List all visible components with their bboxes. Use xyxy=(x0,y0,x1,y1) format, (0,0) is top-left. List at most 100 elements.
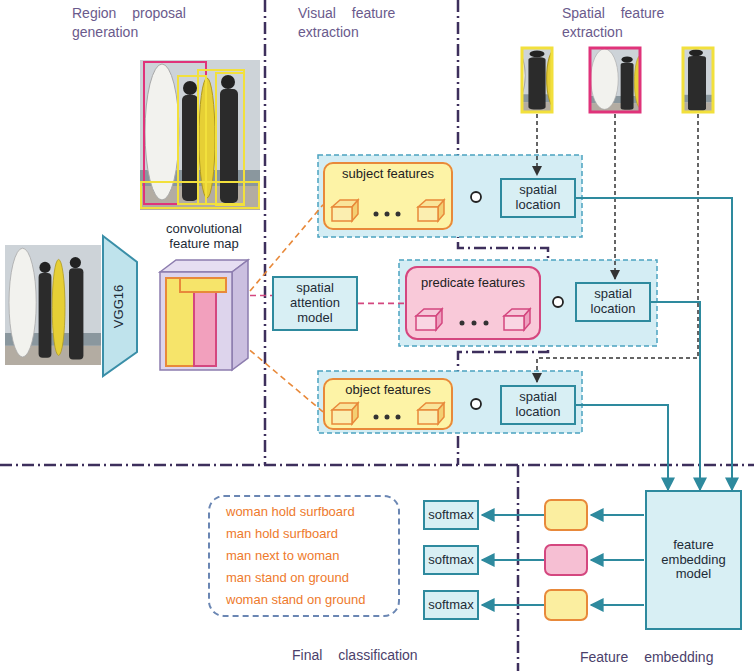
art-svg xyxy=(608,42,728,114)
node-text: man next to woman xyxy=(226,545,339,567)
node-text: feature embedding model xyxy=(651,538,736,583)
art-rect xyxy=(545,545,587,575)
feature-containers xyxy=(318,155,657,433)
art-use xyxy=(608,42,728,114)
art-circle xyxy=(553,297,563,307)
embedding-outputs xyxy=(545,500,587,620)
node-text: spatial location xyxy=(581,287,645,317)
location-box: spatial location xyxy=(500,385,576,425)
art-circle xyxy=(374,212,379,217)
art-circle xyxy=(374,415,379,420)
node-text: woman hold surfboard xyxy=(226,501,355,523)
art-use xyxy=(504,309,530,330)
art-rect xyxy=(318,371,582,433)
vgg-trapezoid xyxy=(103,236,137,376)
art-use xyxy=(587,47,684,114)
art-circle xyxy=(396,415,401,420)
section-label: Final classification xyxy=(292,646,452,665)
art-path xyxy=(536,114,538,175)
softmax-box: softmax xyxy=(423,545,479,575)
art-path xyxy=(482,514,544,516)
feature-box: subject features xyxy=(323,162,453,230)
art-path xyxy=(482,559,544,561)
section-label: Region proposal generation xyxy=(72,4,212,42)
art-path xyxy=(591,604,644,606)
art-svg xyxy=(587,47,684,114)
art-circle xyxy=(471,399,481,409)
art-circle xyxy=(385,415,390,420)
art-use xyxy=(332,403,358,424)
art-path xyxy=(0,464,754,467)
art-rect xyxy=(178,76,206,204)
embedding-box: feature embedding model xyxy=(645,490,742,630)
art-circle xyxy=(484,321,489,326)
node-text: softmax xyxy=(428,598,474,613)
connector xyxy=(576,198,732,490)
node-text: subject features xyxy=(342,167,434,182)
art-rect xyxy=(590,48,640,112)
art-use xyxy=(332,200,358,221)
art-path xyxy=(591,514,644,516)
art-circle xyxy=(472,321,477,326)
connector xyxy=(250,350,323,412)
attention-box: spatial attention model xyxy=(272,276,358,331)
node-text: object features xyxy=(345,383,430,398)
node-text: spatial location xyxy=(506,183,570,213)
node-text: woman stand on ground xyxy=(226,589,365,611)
art-circle xyxy=(396,212,401,217)
section-label: Feature embedding xyxy=(580,648,740,667)
connector xyxy=(250,295,272,297)
art-use xyxy=(140,60,260,210)
connector xyxy=(576,405,668,490)
art-circle xyxy=(385,212,390,217)
network-trapezoid: VGG16 xyxy=(103,240,137,372)
art-use xyxy=(416,309,442,330)
node-text: man stand on ground xyxy=(226,567,349,589)
location-box: spatial location xyxy=(575,282,651,322)
art-rect xyxy=(683,48,713,112)
art-path xyxy=(614,114,616,279)
art-rect xyxy=(323,378,453,430)
crop-arrows xyxy=(537,114,698,382)
region-crops xyxy=(483,40,728,114)
connector xyxy=(358,303,405,305)
art-use xyxy=(418,403,444,424)
art-rect xyxy=(399,260,657,346)
art-path xyxy=(517,465,520,671)
section-label: Visual feature extraction xyxy=(298,4,418,42)
art-circle xyxy=(460,321,465,326)
art-circle xyxy=(471,192,481,202)
node-text: man hold surfboard xyxy=(226,523,338,545)
art-rect xyxy=(318,155,582,237)
art-path xyxy=(591,559,644,561)
result-list: woman hold surfboardman hold surfboardma… xyxy=(208,495,400,617)
section-label: Spatial feature extraction xyxy=(562,4,712,42)
art-rect xyxy=(198,70,244,204)
node-text: softmax xyxy=(428,553,474,568)
output-arrows xyxy=(482,515,644,605)
node-text: spatial location xyxy=(506,390,570,420)
feature-map-cube xyxy=(160,260,248,370)
art-rect xyxy=(141,182,259,208)
art-path xyxy=(537,114,698,382)
art-rect xyxy=(323,162,453,230)
hadamard-symbols xyxy=(471,192,563,409)
node-text: predicate features xyxy=(421,276,525,291)
art-rect xyxy=(545,500,587,530)
node-text: convolutional feature map xyxy=(158,222,250,252)
node-text: softmax xyxy=(428,508,474,523)
art-path xyxy=(232,260,248,370)
softmax-box: softmax xyxy=(423,500,479,530)
art-rect xyxy=(180,278,226,292)
art-rect xyxy=(405,266,541,340)
node-text: VGG16 xyxy=(113,284,128,327)
connector xyxy=(651,302,700,490)
input-photo xyxy=(5,245,101,365)
node-text: spatial attention model xyxy=(278,281,352,326)
art-rect xyxy=(545,590,587,620)
art-rect xyxy=(522,48,552,112)
